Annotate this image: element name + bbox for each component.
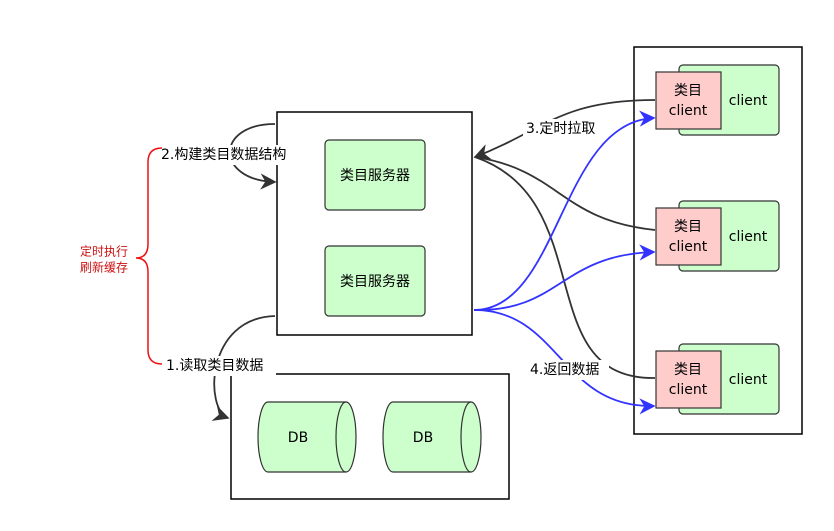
return-arrow-client-1 bbox=[473, 110, 656, 311]
return-arrow-client-2 bbox=[473, 244, 656, 311]
server-node-2: 类目服务器 bbox=[324, 245, 426, 317]
cache-label-line2: client bbox=[669, 239, 708, 255]
server-node-1: 类目服务器 bbox=[324, 139, 426, 211]
cache-label-line1: 类目 bbox=[674, 219, 702, 235]
cache-label-line2: client bbox=[669, 382, 708, 398]
client-label: client bbox=[729, 229, 768, 245]
db-label: DB bbox=[413, 430, 433, 446]
server-node-label: 类目服务器 bbox=[340, 274, 410, 290]
client-node-2: client 类目 client bbox=[655, 200, 780, 272]
refresh-brace bbox=[135, 147, 163, 365]
edge-label-step4: 4.返回数据 bbox=[530, 362, 599, 378]
edge-label-step1: 1.读取类目数据 bbox=[166, 357, 263, 374]
return-arrow-client-3 bbox=[473, 309, 656, 415]
edge-label-step3: 3.定时拉取 bbox=[526, 121, 595, 137]
edge-label-step2: 2.构建类目数据结构 bbox=[161, 147, 286, 163]
pull-arrow-client-1 bbox=[473, 99, 656, 160]
client-node-1: client 类目 client bbox=[655, 64, 780, 136]
cache-label-line2: client bbox=[669, 103, 708, 119]
db-label: DB bbox=[288, 430, 308, 446]
db-cylinder-1: DB bbox=[257, 401, 357, 473]
client-node-3: client 类目 client bbox=[655, 343, 780, 415]
annotation-line1: 定时执行 bbox=[80, 244, 128, 259]
client-label: client bbox=[729, 372, 768, 388]
pull-arrow-client-2 bbox=[474, 156, 656, 231]
cache-label-line1: 类目 bbox=[674, 362, 702, 378]
cache-label-line1: 类目 bbox=[674, 83, 702, 99]
annotation-line2: 刷新缓存 bbox=[80, 260, 128, 275]
client-label: client bbox=[729, 93, 768, 109]
category-client-cache bbox=[655, 350, 722, 409]
db-cylinder-2: DB bbox=[382, 401, 482, 473]
category-client-cache bbox=[655, 207, 722, 266]
pull-arrow-client-3 bbox=[474, 156, 656, 379]
server-node-label: 类目服务器 bbox=[340, 168, 410, 184]
category-client-cache bbox=[655, 71, 722, 130]
